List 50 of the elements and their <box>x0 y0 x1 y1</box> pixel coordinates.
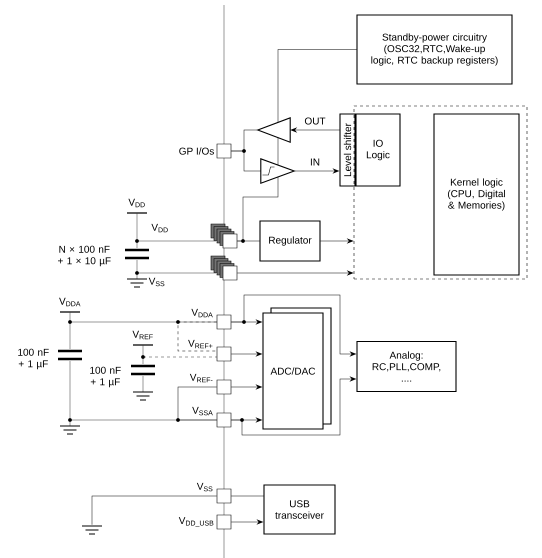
connector <box>294 168 340 174</box>
edge-label: OUT <box>303 116 327 126</box>
pin-pad: GP I/Os <box>179 144 232 158</box>
regulator-block: Regulator <box>259 220 321 262</box>
pin-pad: V$_{SSA}$ <box>192 406 232 428</box>
connector <box>231 520 264 524</box>
pin-pad-stack <box>210 256 238 280</box>
value-label: 100 nF + 1 µF <box>18 348 49 370</box>
connector <box>278 49 357 123</box>
node-label: V$_{SS}$ <box>196 482 212 492</box>
value-label: V$_{REF}$ <box>132 330 153 340</box>
connector <box>178 386 217 420</box>
node-label: V$_{SSA}$ <box>192 406 213 416</box>
node-label: V$_{DDA}$ <box>191 308 213 318</box>
connector <box>320 238 354 244</box>
connector <box>231 384 262 390</box>
pin-pad: V$_{REF-}$ <box>190 374 232 394</box>
value-label: V$_{DD}$ <box>128 198 145 208</box>
logic-block: Kernel logic (CPU, Digital & Memories) <box>433 113 520 276</box>
connector <box>178 322 217 352</box>
connector <box>290 128 340 132</box>
value-label: V$_{DDA}$ <box>59 298 80 306</box>
node-label: V$_{REF-}$ <box>190 374 212 382</box>
value-label: V$_{DD}$ <box>151 224 168 232</box>
node-label: V$_{DD_USB}$ <box>178 517 214 527</box>
dashed-boundary <box>354 106 528 280</box>
pin-pad: V$_{DD_USB}$ <box>178 514 232 530</box>
pin-pad: V$_{DDA}$ <box>191 308 232 330</box>
value-label: V$_{SS}$ <box>148 278 164 286</box>
connector <box>231 352 262 356</box>
connector <box>92 496 217 526</box>
connector <box>231 150 262 172</box>
pin-pad: V$_{SS}$ <box>196 482 232 504</box>
level-shifter-box: Level shifter <box>339 113 356 187</box>
node-label: V$_{REF+}$ <box>188 340 212 348</box>
value-label: N × 100 nF + 1 × 10 µF <box>58 246 111 266</box>
connector <box>231 376 356 436</box>
connector <box>237 270 354 276</box>
transceiver-block: USB transceiver <box>263 484 336 535</box>
value-label: 100 nF + 1 µF <box>90 366 121 388</box>
pin-pad: V$_{REF+}$ <box>188 340 232 362</box>
analog-block: Analog: RC,PLL,COMP, .... <box>356 340 457 392</box>
pin-pad-stack <box>210 224 238 248</box>
connector <box>231 294 356 356</box>
edge-label: IN <box>309 158 321 166</box>
converter-block: ADC/DAC <box>262 307 332 430</box>
connector <box>237 240 260 242</box>
node-label: GP I/Os <box>179 147 214 155</box>
circuit-block: Standby-power circuitry (OSC32,RTC,Wake-up logic, RTC backup registers) <box>356 14 513 85</box>
ground-symbol <box>82 526 102 534</box>
